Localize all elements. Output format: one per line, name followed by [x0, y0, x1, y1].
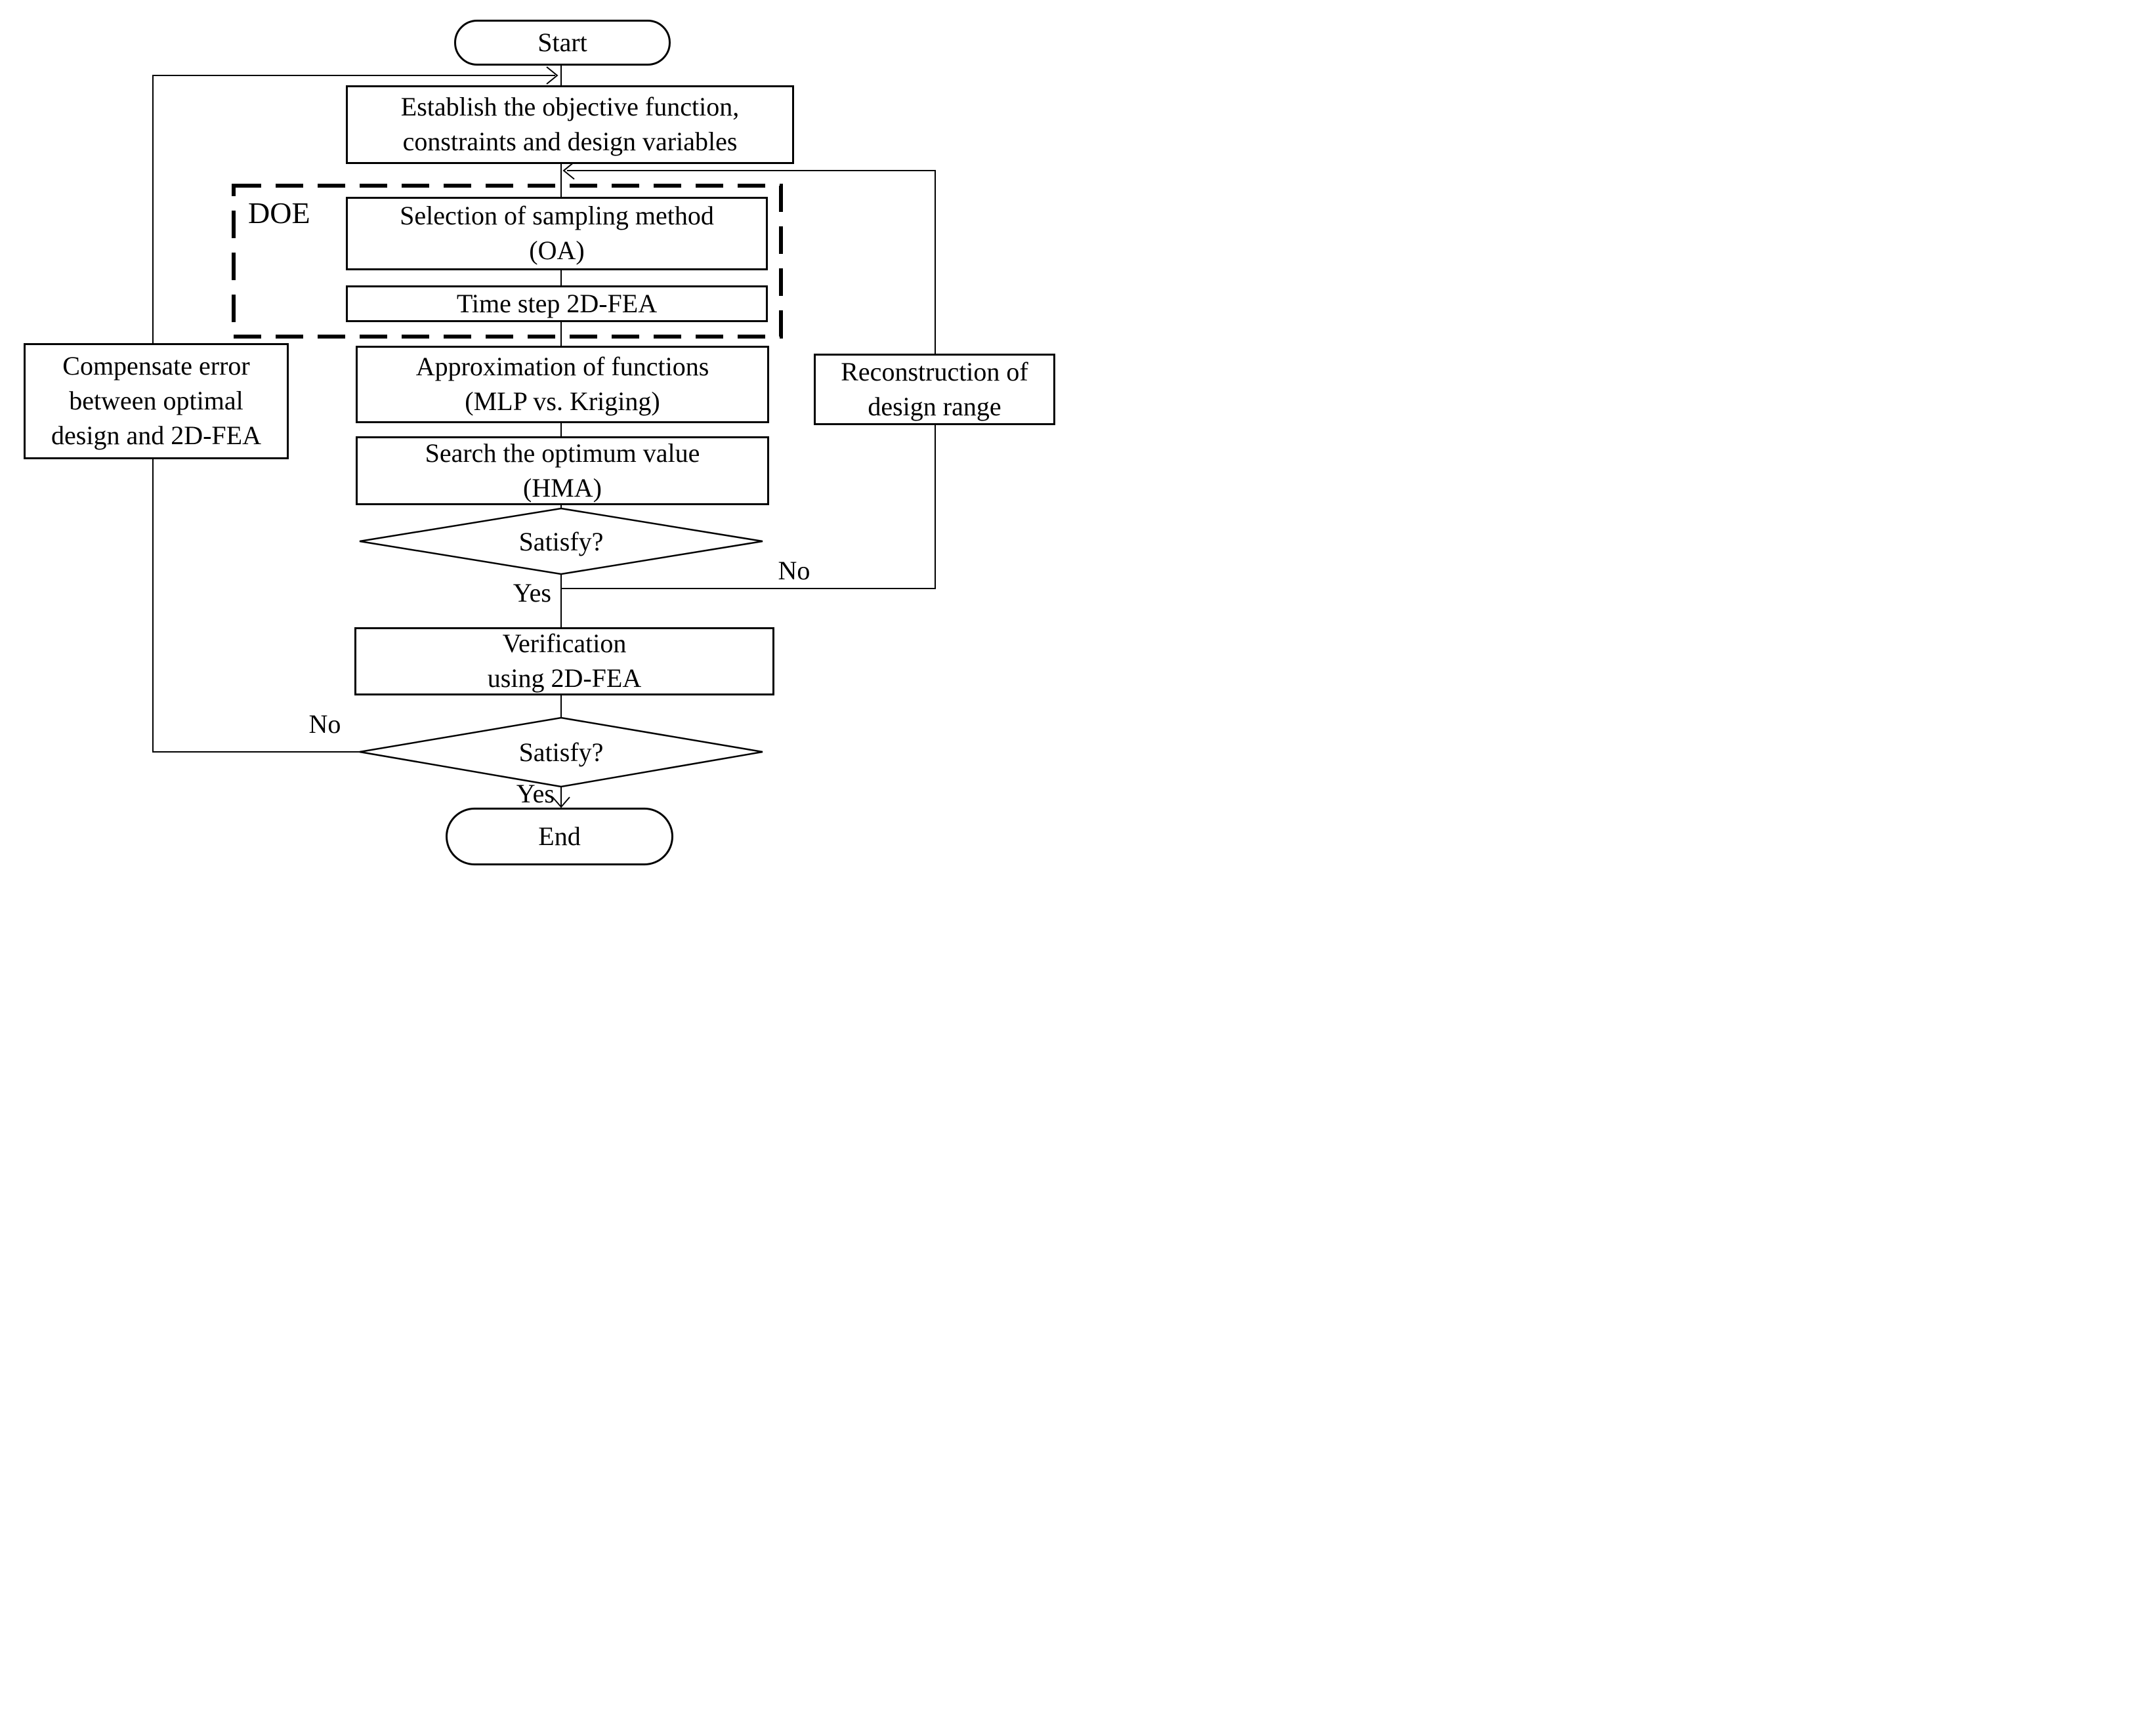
verification-line1: Verification	[502, 629, 627, 659]
decision1-yes-label: Yes	[513, 578, 551, 608]
decision2-yes-label: Yes	[516, 779, 555, 808]
decision1-label: Satisfy?	[518, 526, 604, 556]
decision1-no-label: No	[778, 556, 810, 585]
flowchart-canvas: Start End Establish the objective functi…	[0, 0, 1073, 868]
timestep-label: Time step 2D-FEA	[456, 288, 658, 318]
compensate-line3: design and 2D-FEA	[51, 420, 261, 450]
compensate-line1: Compensate error	[62, 351, 250, 381]
establish-objectives-box: Establish the objective function, constr…	[346, 85, 794, 164]
selection-line2: (OA)	[529, 236, 585, 265]
sampling-method-box: Selection of sampling method (OA)	[346, 197, 768, 270]
establish-line2: constraints and design variables	[402, 127, 738, 156]
connector-layer	[152, 66, 936, 808]
arrowhead-right-loop-left	[562, 161, 575, 180]
doe-dashed-border	[232, 184, 783, 339]
reconstruction-line1: Reconstruction of	[841, 356, 1028, 386]
establish-line1: Establish the objective function,	[400, 92, 740, 122]
decision2-no-label: No	[308, 709, 341, 739]
start-terminator: Start	[454, 20, 671, 66]
decision2-label: Satisfy?	[518, 737, 604, 767]
compensate-line2: between optimal	[69, 386, 243, 416]
reconstruction-box: Reconstruction of design range	[814, 354, 1055, 425]
selection-line1: Selection of sampling method	[400, 201, 714, 231]
decision1-diamond-shape	[359, 507, 763, 575]
arrowhead-left-loop-right	[546, 66, 558, 85]
approximation-line1: Approximation of functions	[415, 352, 709, 382]
doe-group-label: DOE	[248, 196, 310, 230]
end-label: End	[538, 821, 581, 851]
reconstruction-line2: design range	[868, 391, 1001, 421]
search-optimum-box: Search the optimum value (HMA)	[356, 436, 769, 505]
approximation-line2: (MLP vs. Kriging)	[465, 386, 660, 416]
start-label: Start	[537, 27, 587, 57]
compensate-error-box: Compensate error between optimal design …	[24, 343, 289, 459]
arrowhead-into-end	[552, 796, 570, 808]
time-step-fea-box: Time step 2D-FEA	[346, 285, 768, 322]
verification-line2: using 2D-FEA	[487, 663, 642, 693]
verification-box: Verification using 2D-FEA	[354, 627, 774, 695]
search-line2: (HMA)	[523, 472, 602, 503]
decision2-diamond-shape	[359, 716, 763, 788]
search-line1: Search the optimum value	[425, 438, 700, 468]
end-terminator: End	[446, 808, 673, 865]
approximation-box: Approximation of functions (MLP vs. Krig…	[356, 346, 769, 423]
